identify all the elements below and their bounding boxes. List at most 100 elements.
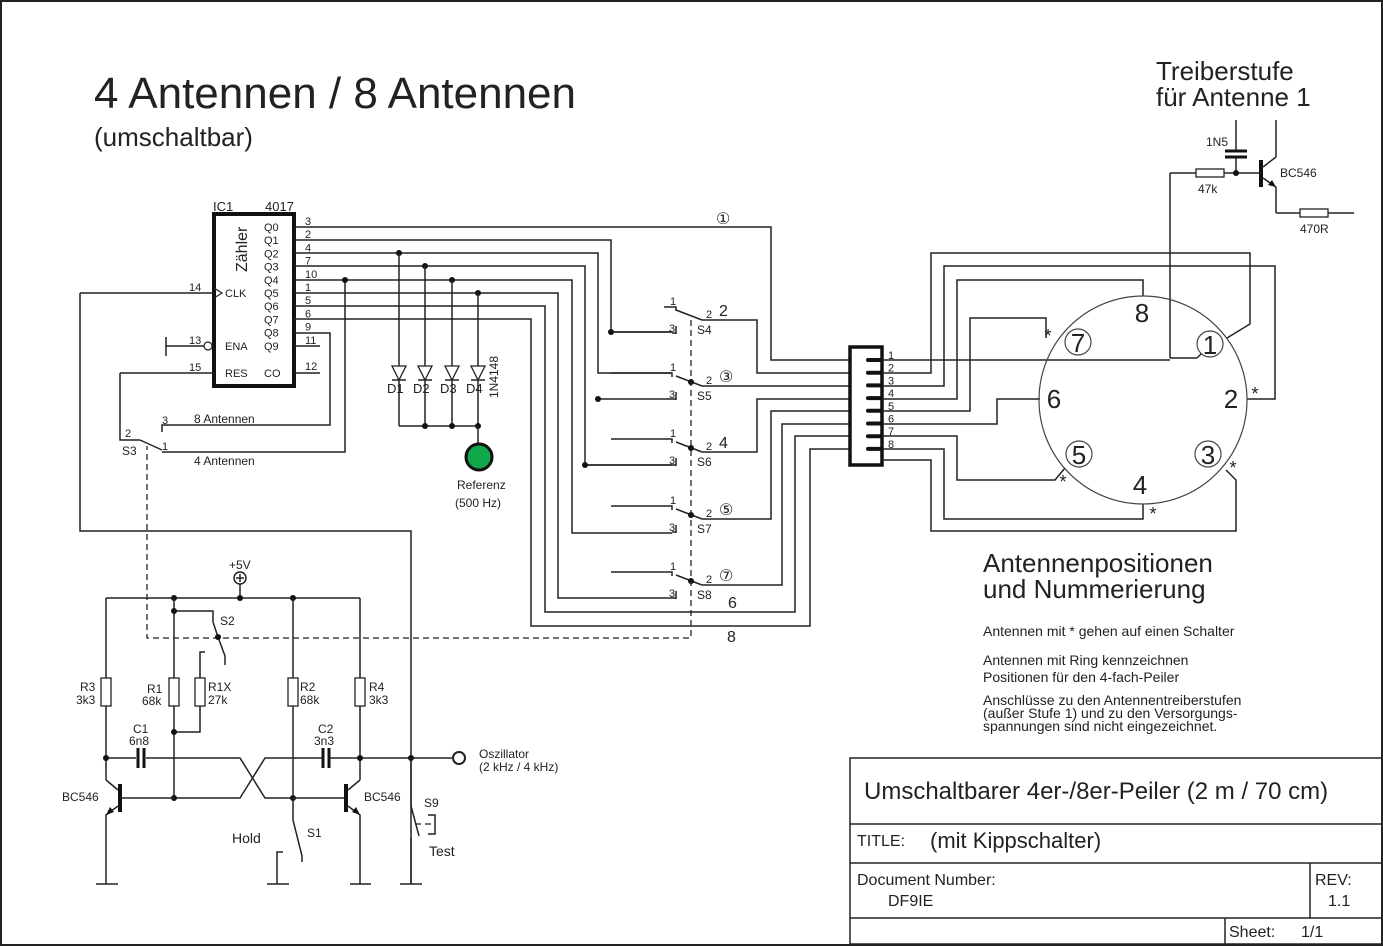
- antenna-ring: [1064, 328, 1092, 356]
- s3-label-8: 8 Antennen: [194, 412, 255, 426]
- antenna-8: 8: [1135, 298, 1149, 328]
- antenna-number: 8: [1135, 298, 1149, 328]
- ic-pin-9: 9: [305, 322, 311, 334]
- resistor-r2: [287, 677, 299, 707]
- test-label: Test: [429, 843, 455, 859]
- ic-ena-label: ENA: [225, 341, 248, 353]
- resistor-r3: [100, 677, 112, 707]
- ic-output-q0: Q0: [264, 222, 279, 234]
- note-star: Antennen mit * gehen auf einen Schalter: [983, 623, 1235, 639]
- switch-outputs: [702, 319, 850, 586]
- r1-val: 68k: [142, 694, 162, 708]
- title-label: TITLE:: [857, 833, 905, 850]
- r3-val: 3k3: [76, 693, 96, 707]
- switch-pin3: 3: [669, 588, 675, 600]
- diode-d1: D1: [387, 253, 408, 426]
- s3-ref: S3: [122, 444, 137, 458]
- antenna-ring: [1196, 330, 1224, 358]
- s9-ref[interactable]: S9: [424, 796, 439, 810]
- switch-output-label: ⑦: [719, 568, 733, 585]
- switch-ref: S6: [697, 455, 712, 469]
- switch-output-label: ③: [719, 369, 733, 386]
- antenna-star: *: [1149, 504, 1156, 524]
- diode-d4: D4: [466, 293, 487, 426]
- s3-pin2: 2: [125, 428, 131, 440]
- antenna-star: *: [1059, 472, 1066, 492]
- transistor-label: BC546: [1280, 166, 1317, 180]
- page-title: 4 Antennen / 8 Antennen: [94, 69, 576, 118]
- resistor-470r-label: 470R: [1300, 222, 1329, 236]
- s1-ref[interactable]: S1: [307, 826, 322, 840]
- reference-led: [464, 442, 494, 472]
- antenna-6: 6: [1047, 384, 1061, 414]
- switch-ref: S7: [697, 522, 712, 536]
- ic-pin-4: 4: [305, 242, 311, 254]
- t2-label: BC546: [364, 790, 401, 804]
- c1-ref: C1: [133, 722, 149, 736]
- hold-label: Hold: [232, 830, 261, 846]
- ic-name: Zähler: [234, 226, 251, 272]
- note-conn-2: (außer Stufe 1) und zu den Versorgungs-: [983, 705, 1238, 721]
- r2-val: 68k: [300, 693, 320, 707]
- connector-pin-number: 6: [888, 414, 894, 426]
- output-label-6: 6: [728, 595, 737, 612]
- note-ring-2: Positionen für den 4-fach-Peiler: [983, 669, 1179, 685]
- led-freq: (500 Hz): [455, 496, 501, 510]
- rev-label: REV:: [1315, 872, 1352, 889]
- sheet-value: 1/1: [1301, 924, 1323, 941]
- project-title: Umschaltbarer 4er-/8er-Peiler (2 m / 70 …: [864, 778, 1328, 805]
- s2-ref[interactable]: S2: [220, 614, 235, 628]
- note-ring-1: Antennen mit Ring kennzeichnen: [983, 652, 1188, 668]
- r4-val: 3k3: [369, 693, 389, 707]
- driver-title-line2: für Antenne 1: [1156, 82, 1311, 112]
- ic-output-q9: Q9: [264, 341, 279, 353]
- resistor-470r: [1299, 208, 1329, 218]
- ic-output-q2: Q2: [264, 248, 279, 260]
- mode-switch-s3[interactable]: 2 3 1 S3 8 Antennen 4 Antennen: [119, 373, 255, 468]
- antenna-circle: [1038, 295, 1248, 505]
- ic-pin-10: 10: [305, 269, 317, 281]
- s3-pin3: 3: [162, 415, 168, 427]
- ic-output-q1: Q1: [264, 235, 279, 247]
- title-value: (mit Kippschalter): [930, 828, 1101, 853]
- ic-output-q4: Q4: [264, 275, 279, 287]
- osc-out-freq: (2 kHz / 4 kHz): [479, 760, 558, 774]
- antenna-wiring: [882, 252, 1276, 532]
- diode-ref: D4: [466, 381, 483, 396]
- s3-pin1: 1: [162, 441, 168, 453]
- sheet-label: Sheet:: [1229, 924, 1275, 941]
- r2-ref: R2: [300, 680, 316, 694]
- notes-heading-1: Antennenpositionen: [983, 548, 1213, 578]
- switch-pin1: 1: [670, 495, 676, 507]
- ic-co-label: CO: [264, 368, 281, 380]
- ic-ref: IC1: [213, 199, 233, 214]
- capacitor-label: 1N5: [1206, 135, 1228, 149]
- antenna-number: 6: [1047, 384, 1061, 414]
- antenna-4: 4*: [1133, 470, 1157, 524]
- switch-pin3: 3: [669, 522, 675, 534]
- r4-ref: R4: [369, 680, 385, 694]
- antenna-number: 3: [1201, 440, 1215, 470]
- r3-ref: R3: [80, 680, 96, 694]
- switch-pin1: 1: [670, 561, 676, 573]
- ic-output-q6: Q6: [264, 301, 279, 313]
- switch-output-label: 4: [719, 435, 728, 452]
- antenna-5: 5*: [1059, 440, 1093, 492]
- ic-res-pin: 15: [189, 362, 201, 374]
- oscillator: +5V R3 3k3 R1 68k S2 R1X 27k R2 68k: [62, 558, 558, 885]
- ic-ena-pin: 13: [189, 335, 201, 347]
- antenna-ring: [1194, 440, 1222, 468]
- oscillator-output-terminal[interactable]: [452, 751, 466, 765]
- ic-clk-pin: 14: [189, 282, 201, 294]
- driver-title-line1: Treiberstufe: [1156, 56, 1294, 86]
- switch-pin3: 3: [669, 389, 675, 401]
